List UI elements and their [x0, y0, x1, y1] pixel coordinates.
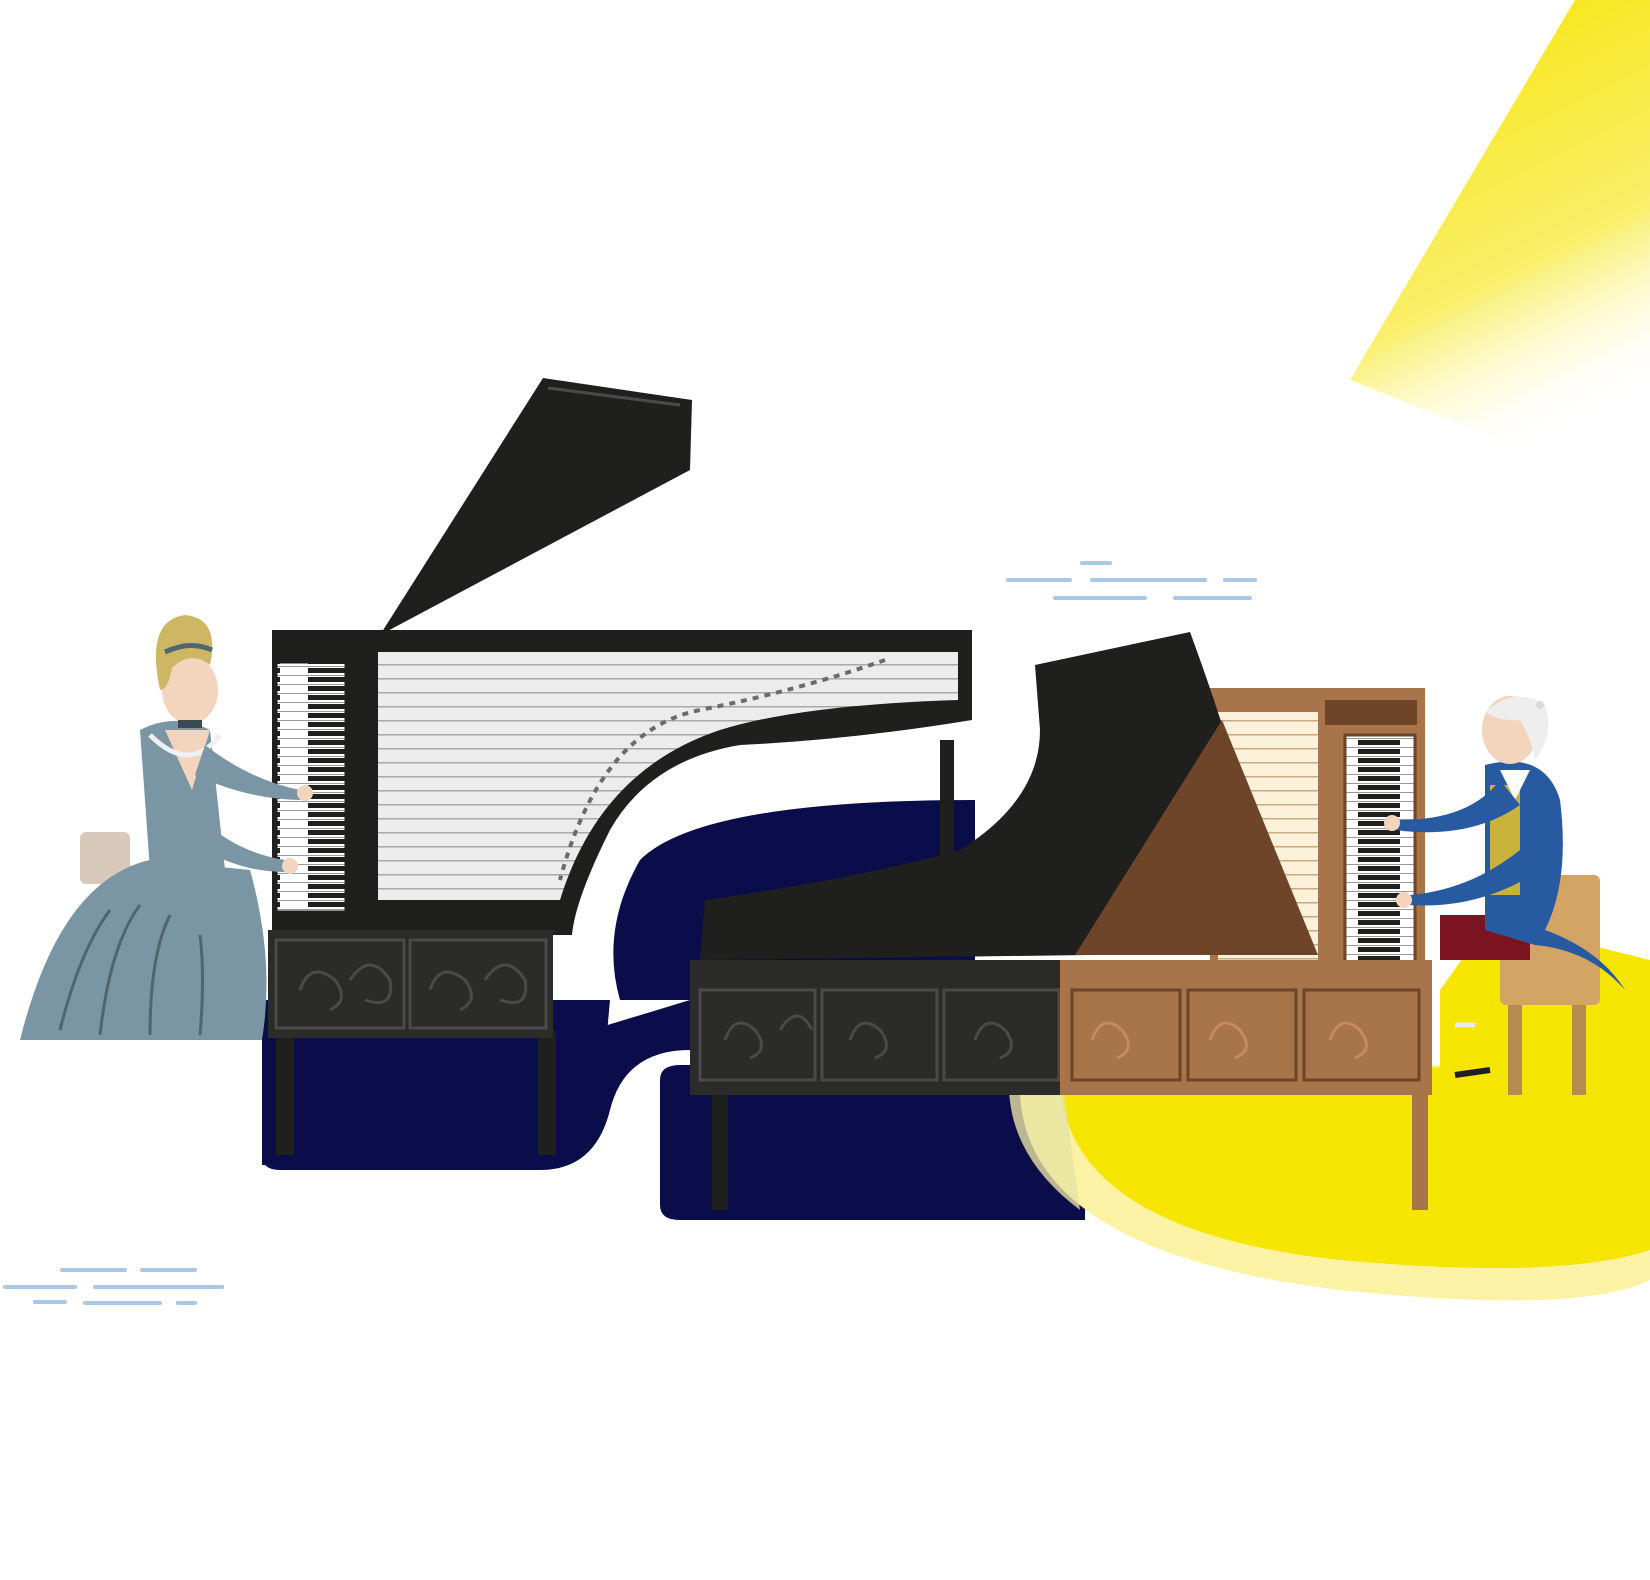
female-pianist-icon [20, 615, 313, 1040]
black-grand-piano-icon [268, 378, 972, 1155]
floor-spotlight [1008, 920, 1650, 1301]
dash-lines-bottom [3, 1268, 224, 1305]
wooden-fortepiano-icon [690, 632, 1432, 1210]
male-pianist-icon [1384, 696, 1625, 1078]
dash-lines-top [1006, 561, 1257, 600]
spotlight-icon [1350, 0, 1650, 500]
